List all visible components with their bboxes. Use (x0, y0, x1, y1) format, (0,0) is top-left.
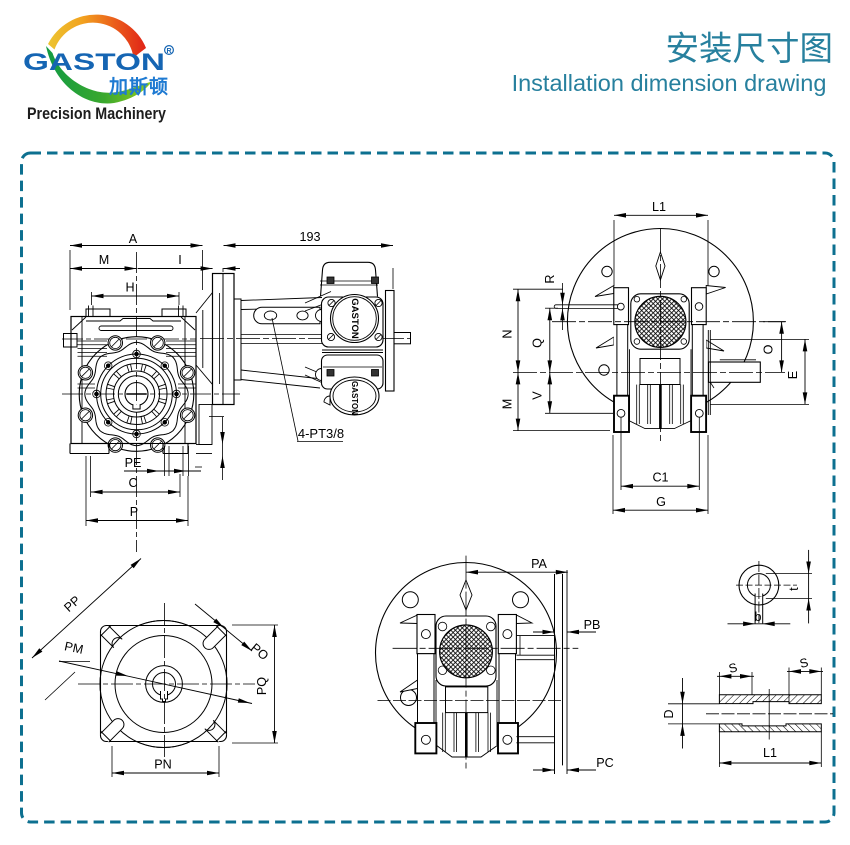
svg-text:M: M (99, 253, 110, 267)
svg-text:4-PT3/8: 4-PT3/8 (298, 426, 344, 441)
svg-text:GASTON: GASTON (23, 49, 165, 76)
svg-text:G: G (656, 495, 666, 509)
svg-text:L1: L1 (763, 746, 777, 760)
svg-text:安装尺寸图: 安装尺寸图 (666, 31, 834, 68)
svg-text:N: N (501, 329, 515, 338)
svg-text:S: S (798, 655, 810, 671)
svg-text:L1: L1 (652, 200, 666, 214)
svg-text:R: R (166, 48, 171, 55)
svg-text:PB: PB (584, 618, 601, 632)
svg-text:t: t (786, 587, 801, 591)
svg-text:P: P (130, 505, 138, 519)
svg-text:PM: PM (63, 639, 84, 657)
svg-text:PN: PN (154, 758, 172, 772)
svg-text:H: H (125, 281, 134, 295)
svg-text:O: O (762, 344, 776, 354)
svg-text:PA: PA (531, 557, 547, 571)
svg-text:R: R (543, 274, 557, 283)
svg-text:Precision Machinery: Precision Machinery (27, 105, 167, 123)
svg-text:D: D (662, 709, 676, 718)
svg-text:加斯顿: 加斯顿 (108, 75, 169, 98)
svg-text:C1: C1 (652, 471, 668, 485)
svg-text:193: 193 (299, 230, 320, 244)
svg-text:A: A (129, 232, 138, 246)
svg-text:Installation dimension drawing: Installation dimension drawing (512, 70, 827, 96)
svg-text:I: I (178, 253, 182, 267)
svg-text:b: b (755, 610, 762, 624)
svg-text:GASTON: GASTON (350, 381, 359, 415)
svg-text:E: E (786, 371, 800, 379)
svg-text:S: S (727, 660, 739, 676)
svg-text:PE: PE (125, 456, 142, 470)
svg-text:GASTON: GASTON (349, 298, 360, 339)
svg-text:PQ: PQ (255, 677, 269, 695)
svg-text:V: V (531, 391, 545, 400)
svg-text:Q: Q (531, 338, 545, 348)
svg-text:M: M (501, 399, 515, 410)
svg-text:C: C (128, 476, 137, 490)
svg-text:PC: PC (596, 756, 614, 770)
